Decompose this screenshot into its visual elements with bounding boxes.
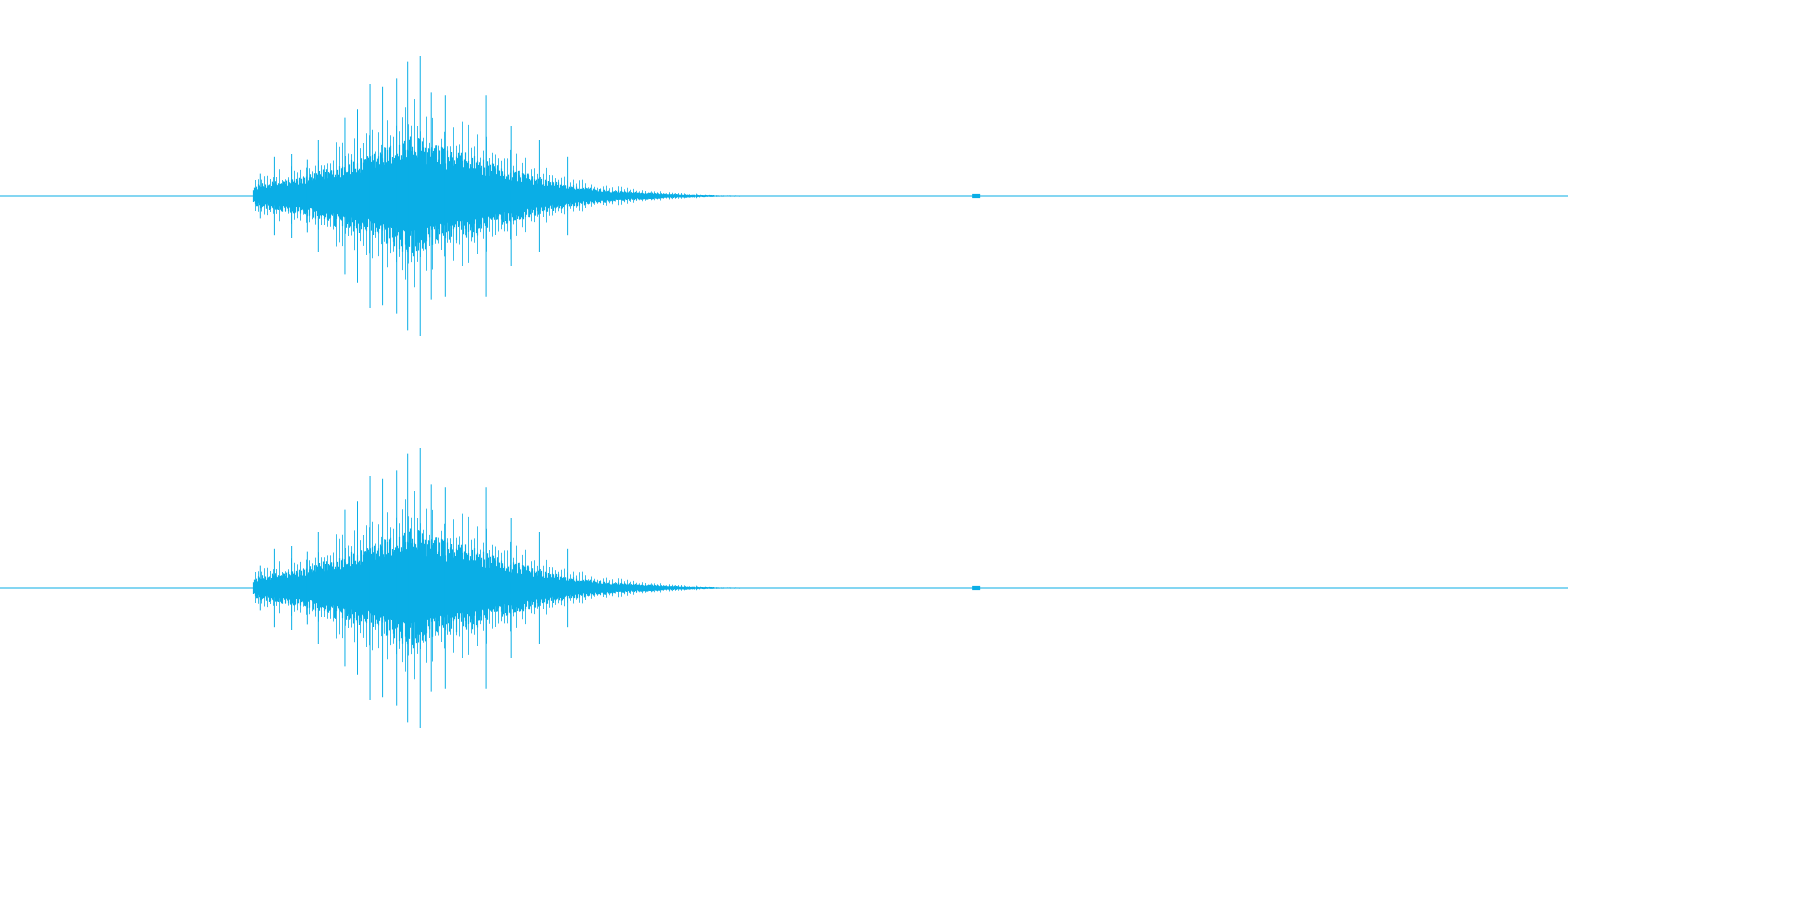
waveform-transients xyxy=(255,491,697,680)
waveform-blip xyxy=(972,585,981,591)
waveform-body xyxy=(252,528,756,649)
stereo-waveform xyxy=(0,56,1568,728)
waveform-blip xyxy=(972,193,981,199)
waveform-transients xyxy=(255,99,697,288)
channel-left xyxy=(0,56,1568,336)
waveform-body xyxy=(252,136,756,257)
channel-right xyxy=(0,448,1568,728)
